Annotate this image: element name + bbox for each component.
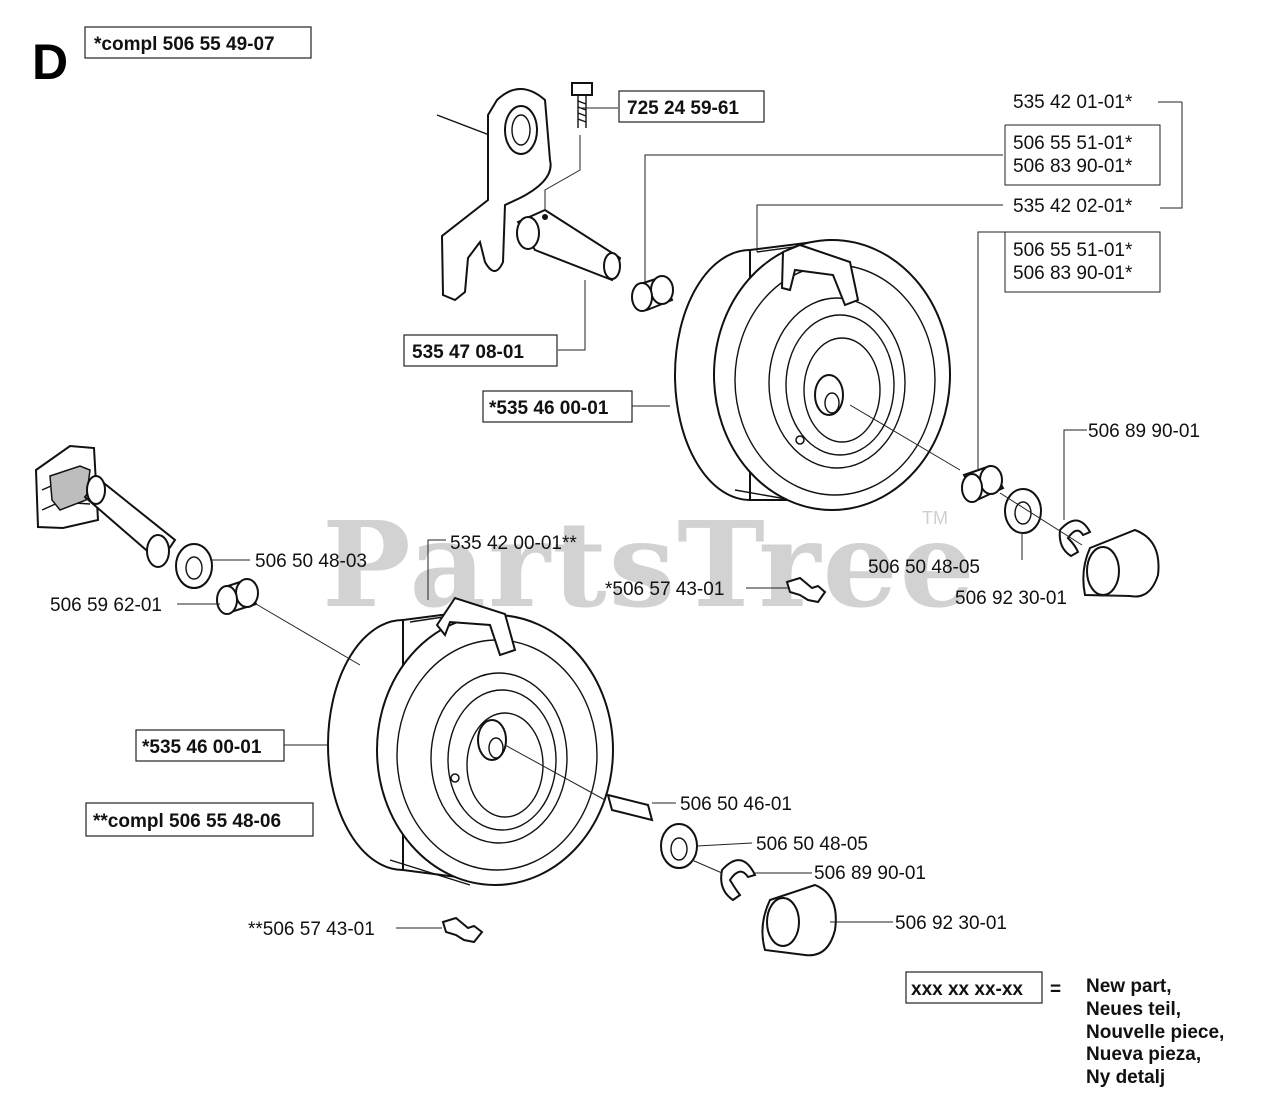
boxed-label-compl-top: *compl 506 55 49-07 — [84, 26, 312, 59]
label-506-50-48-05-bottom: 506 50 48-05 — [756, 834, 868, 855]
svg-text:725 24 59-61: 725 24 59-61 — [627, 98, 739, 119]
label-506-89-90-01-top: 506 89 90-01 — [1088, 421, 1200, 442]
label-506-50-48-03: 506 50 48-03 — [255, 551, 367, 572]
bottom-assembly — [34, 444, 837, 957]
boxed-label-axle-bracket: 535 47 08-01 — [403, 334, 558, 367]
label-535-42-02-01: 535 42 02-01* — [1013, 196, 1133, 217]
boxed-label-wheel-bottom: *535 46 00-01 — [135, 729, 285, 762]
legend-line-5: Ny detalj — [1086, 1067, 1165, 1088]
top-assembly — [436, 82, 1160, 604]
legend-line-2: Neues teil, — [1086, 999, 1181, 1020]
label-506-92-30-01-bottom: 506 92 30-01 — [895, 913, 1007, 934]
label-506-50-46-01: 506 50 46-01 — [680, 794, 792, 815]
label-506-50-48-05-top: 506 50 48-05 — [868, 557, 980, 578]
svg-text:**compl 506 55 48-06: **compl 506 55 48-06 — [93, 811, 281, 832]
label-506-83-90-01-a: 506 83 90-01* — [1013, 156, 1133, 177]
legend: xxx xx xx-xx = New part, Neues teil, Nou… — [905, 971, 1224, 1088]
boxed-label-compl-bottom: **compl 506 55 48-06 — [85, 802, 314, 837]
label-506-57-43-01-bottom: **506 57 43-01 — [248, 919, 375, 940]
boxed-label-bolt: 725 24 59-61 — [618, 90, 765, 123]
svg-text:*535 46 00-01: *535 46 00-01 — [489, 398, 609, 419]
label-506-55-51-01-b: 506 55 51-01* — [1013, 240, 1133, 261]
watermark: PartsTree — [322, 495, 977, 634]
svg-text:*535 46 00-01: *535 46 00-01 — [142, 737, 262, 758]
legend-equals: = — [1050, 979, 1061, 1000]
leader-lines — [177, 101, 1183, 929]
label-506-59-62-01: 506 59 62-01 — [50, 595, 162, 616]
label-535-42-00-01: 535 42 00-01** — [450, 533, 577, 554]
svg-text:*compl 506 55 49-07: *compl 506 55 49-07 — [94, 34, 275, 55]
watermark-tm: TM — [922, 508, 948, 528]
label-506-57-43-01-top: *506 57 43-01 — [605, 579, 724, 600]
legend-line-1: New part, — [1086, 976, 1172, 997]
legend-line-3: Nouvelle piece, — [1086, 1022, 1224, 1043]
boxed-label-wheel-top: *535 46 00-01 — [482, 390, 633, 423]
label-506-55-51-01-a: 506 55 51-01* — [1013, 133, 1133, 154]
legend-line-4: Nueva pieza, — [1086, 1044, 1201, 1065]
label-506-83-90-01-b: 506 83 90-01* — [1013, 263, 1133, 284]
label-506-92-30-01-top: 506 92 30-01 — [955, 588, 1067, 609]
legend-key: xxx xx xx-xx — [911, 979, 1023, 1000]
section-letter: D — [32, 34, 68, 90]
svg-text:535 47 08-01: 535 47 08-01 — [412, 342, 524, 363]
label-535-42-01-01: 535 42 01-01* — [1013, 92, 1133, 113]
label-506-89-90-01-bottom: 506 89 90-01 — [814, 863, 926, 884]
